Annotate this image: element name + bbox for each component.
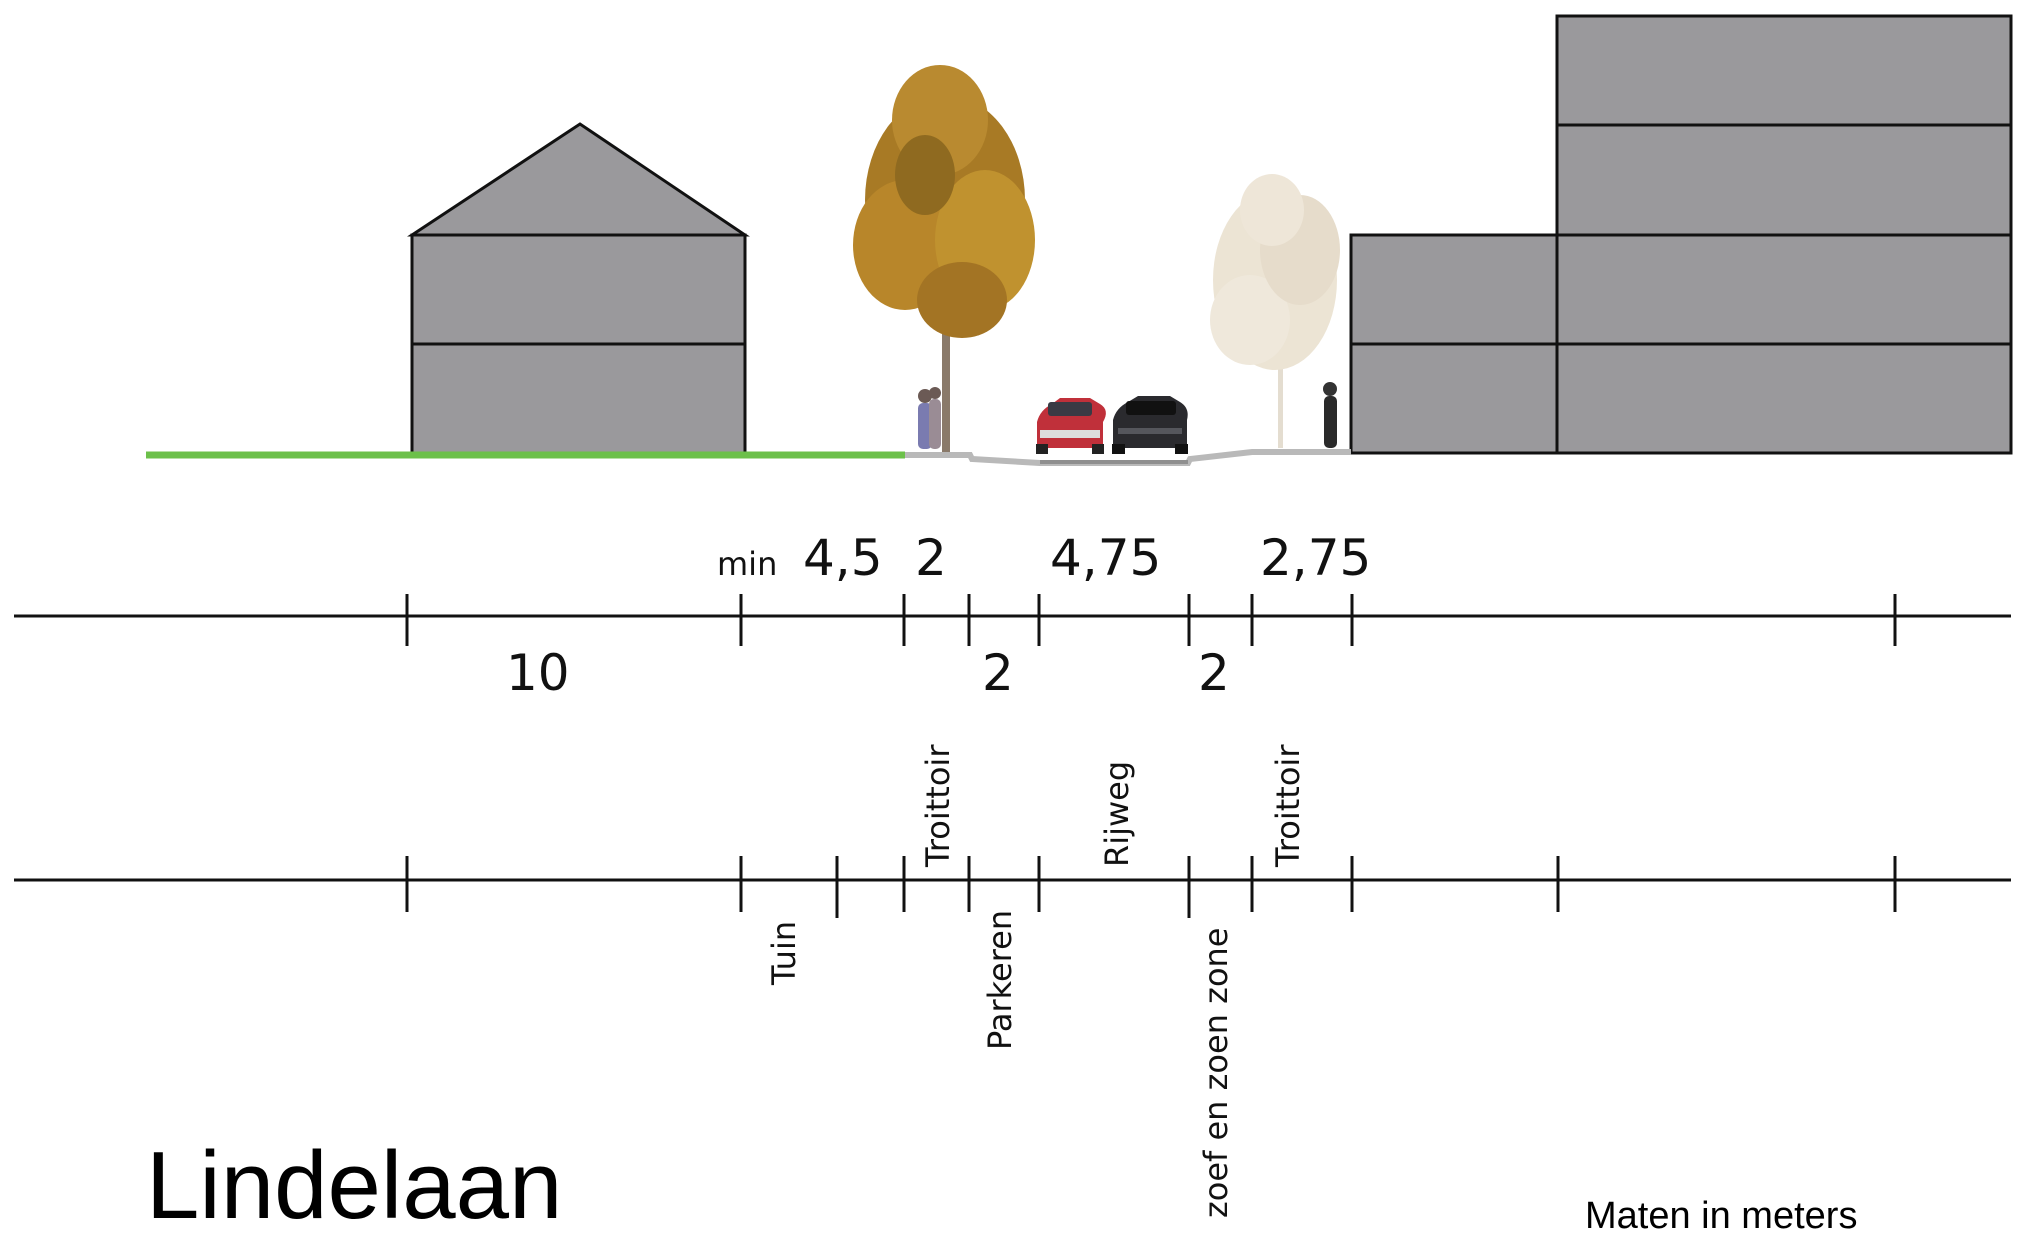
right-building-tall	[1555, 14, 2013, 455]
left-house	[407, 122, 750, 455]
zone-label-zoef-zone: zoef en zoen zone	[1197, 928, 1235, 1219]
units-note: Maten in meters	[1585, 1195, 1857, 1236]
zone-label-troittoir-left: Troittoir	[919, 744, 957, 868]
pedestrians-left	[918, 387, 941, 449]
autumn-tree	[853, 65, 1035, 452]
zone-line	[14, 856, 2011, 918]
zone-width-label: 2	[1198, 644, 1230, 702]
parking-width-label: 2	[982, 644, 1014, 702]
sidewalk-left-width-label: 2	[915, 529, 947, 587]
street-title: Lindelaan	[146, 1132, 562, 1236]
zone-label-rijweg: Rijweg	[1098, 761, 1136, 867]
pale-tree	[1210, 174, 1340, 448]
pedestrian-right	[1323, 382, 1337, 448]
roadway-width-label: 4,75	[1050, 529, 1161, 587]
dimension-line-top	[14, 594, 2011, 646]
red-car	[1036, 398, 1106, 454]
left-house-roof	[407, 122, 750, 237]
garden-width-label: 4,5	[803, 529, 883, 587]
zone-label-troittoir-right: Troittoir	[1269, 744, 1307, 868]
zone-label-parkeren: Parkeren	[981, 910, 1019, 1050]
zone-label-tuin: Tuin	[765, 921, 803, 986]
right-building-low	[1349, 233, 1559, 455]
dark-car	[1112, 396, 1188, 454]
front-yard-width-label: 10	[506, 644, 570, 702]
min-prefix-label: min	[717, 545, 777, 583]
sidewalk-right-width-label: 2,75	[1260, 529, 1371, 587]
